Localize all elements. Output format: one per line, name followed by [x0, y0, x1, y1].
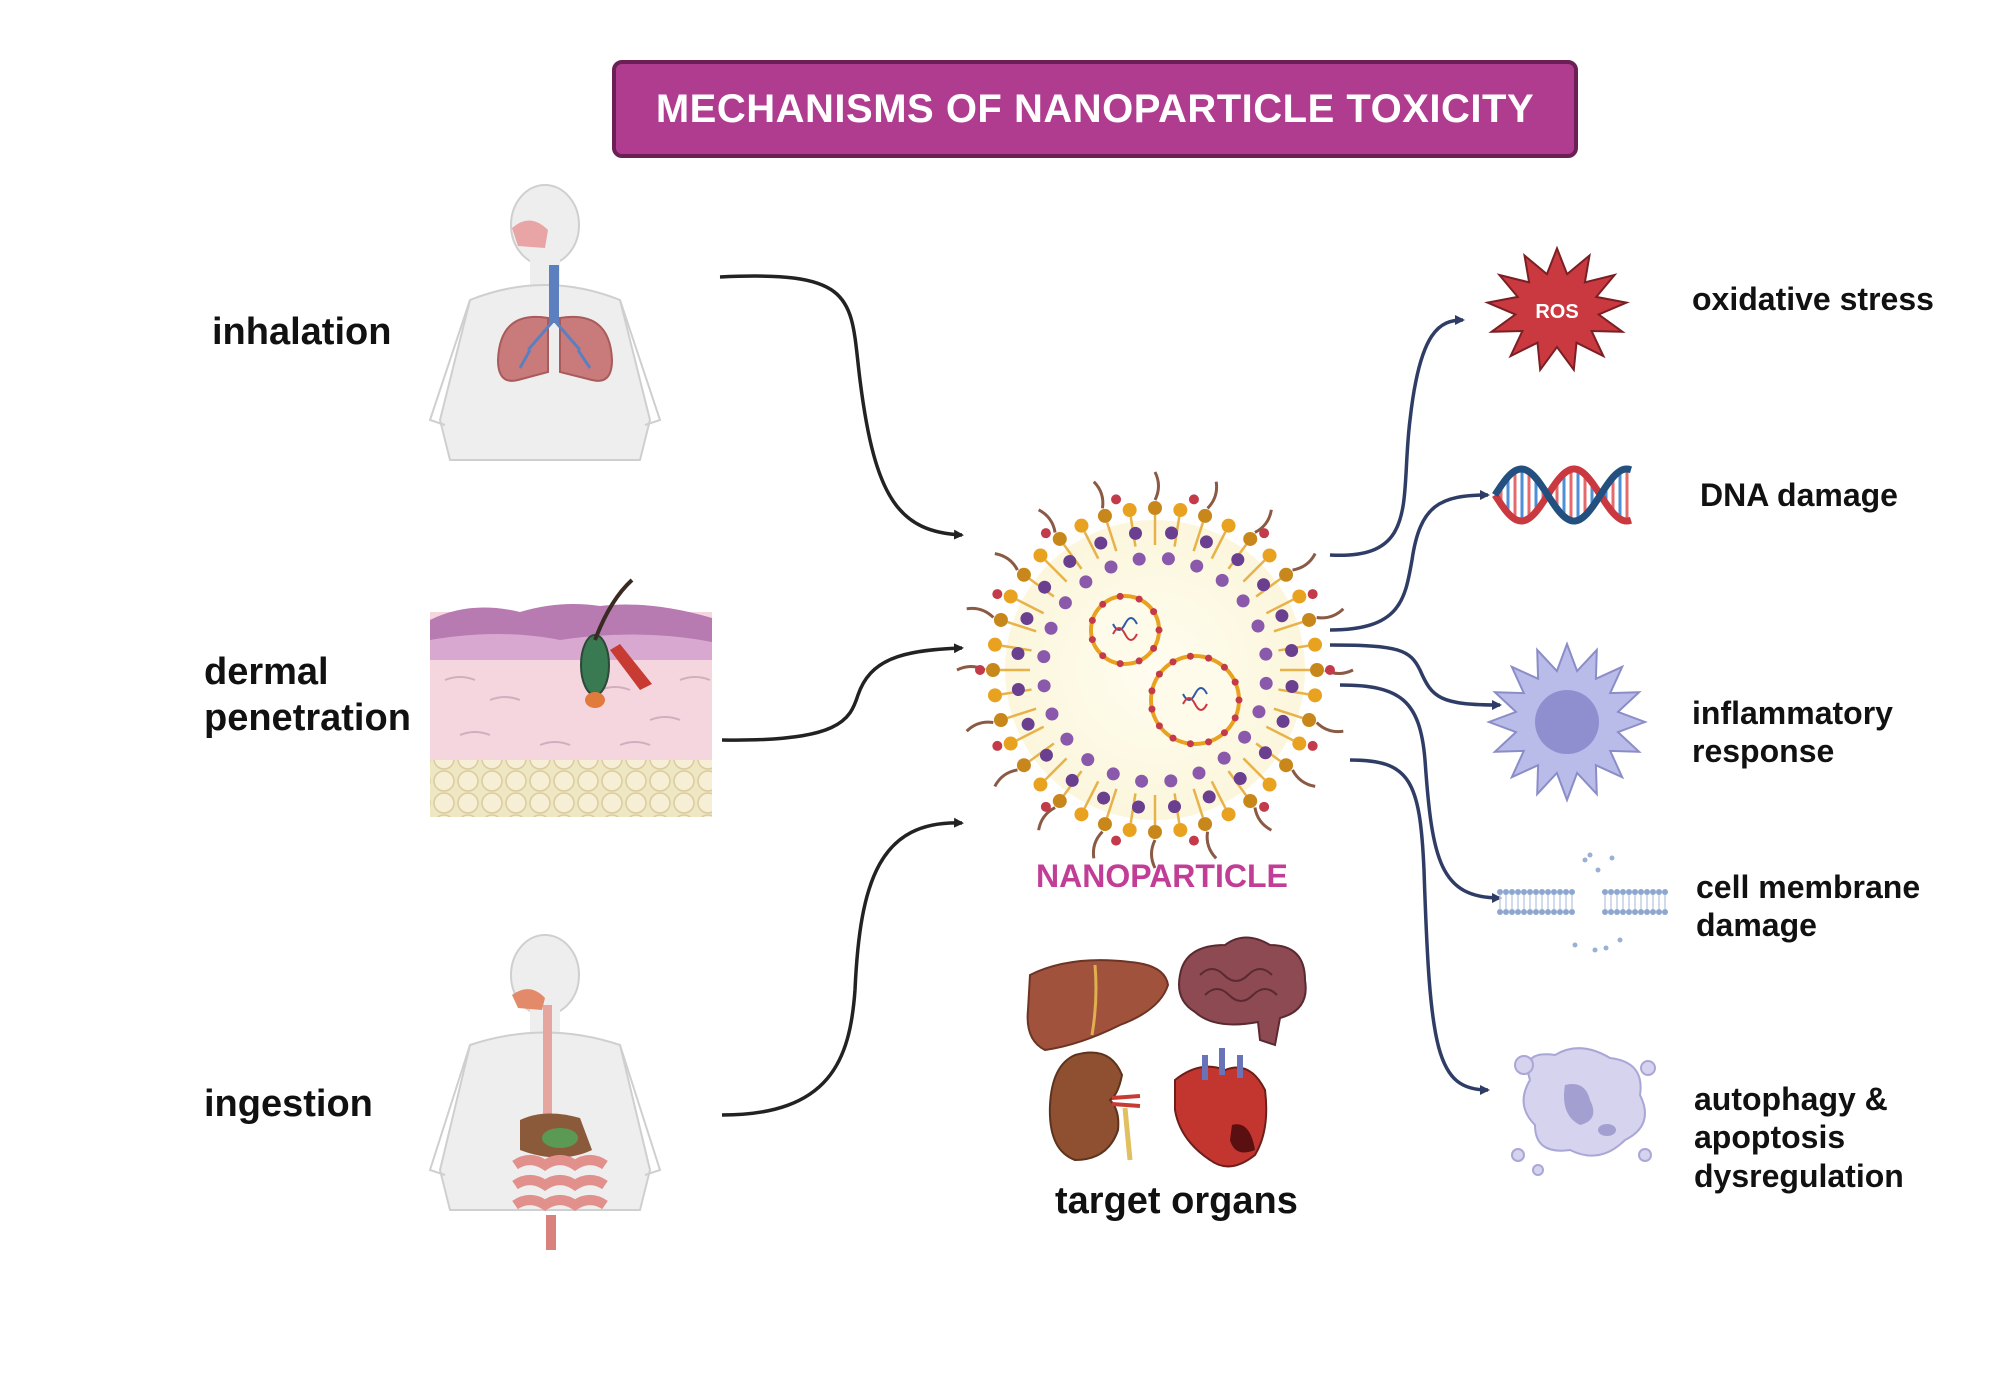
route-label-dermal-line2: penetration: [204, 696, 411, 739]
incoming-arrows: [719, 274, 964, 1117]
route-label-dermal-line1: dermal: [204, 651, 329, 693]
effect-label-inflammatory-line1: inflammatory: [1692, 695, 1893, 731]
effect-label-autophagy: autophagy & apoptosis dysregulation: [1694, 1080, 1904, 1195]
lungs-body-icon: [428, 184, 662, 461]
page-title: MECHANISMS OF NANOPARTICLE TOXICITY: [655, 86, 1535, 131]
arrow-inhalation: [719, 274, 964, 540]
nanoparticle-icon: [956, 471, 1354, 869]
arrow-to-oxidative-stress: [1329, 315, 1465, 557]
effect-label-oxidative-stress: oxidative stress: [1692, 281, 1934, 317]
effect-label-inflammatory: inflammatory response: [1692, 694, 1893, 771]
digestive-body-icon: [428, 934, 662, 1250]
heart-icon: [1174, 1048, 1268, 1168]
effect-label-autophagy-line3: dysregulation: [1694, 1157, 1904, 1194]
target-organs-label: target organs: [1055, 1180, 1298, 1222]
kidney-icon: [1048, 1051, 1141, 1162]
effect-label-dna-damage: DNA damage: [1700, 477, 1898, 513]
arrow-to-autophagy: [1349, 758, 1490, 1095]
broken-membrane-icon: [1497, 852, 1668, 953]
arrow-to-membrane: [1339, 683, 1502, 903]
outgoing-arrows: [1329, 315, 1502, 1095]
route-label-dermal: dermal penetration: [204, 650, 411, 741]
route-label-inhalation: inhalation: [212, 311, 392, 353]
arrow-to-inflammatory: [1329, 643, 1502, 710]
route-label-ingestion: ingestion: [204, 1083, 373, 1125]
arrow-to-dna-damage: [1329, 490, 1490, 632]
ros-star-icon: ROS: [1484, 245, 1630, 373]
liver-icon: [1026, 959, 1170, 1052]
effect-label-autophagy-line2: apoptosis: [1694, 1119, 1846, 1156]
effect-label-membrane: cell membrane damage: [1696, 868, 1920, 945]
effect-label-autophagy-line1: autophagy &: [1694, 1081, 1888, 1117]
effect-label-inflammatory-line2: response: [1692, 733, 1835, 770]
skin-section-icon: [430, 578, 712, 817]
title-banner: MECHANISMS OF NANOPARTICLE TOXICITY: [612, 60, 1578, 158]
ros-badge: ROS: [1535, 301, 1578, 323]
dna-helix-icon: [1492, 465, 1633, 525]
apoptotic-cell-icon: [1511, 1047, 1656, 1176]
nanoparticle-label: NANOPARTICLE: [1036, 858, 1288, 894]
immune-cell-icon: [1486, 641, 1648, 803]
arrow-ingestion: [721, 817, 964, 1117]
effect-label-membrane-line2: damage: [1696, 907, 1817, 944]
arrow-dermal: [721, 643, 964, 742]
brain-icon: [1178, 936, 1307, 1047]
effect-label-membrane-line1: cell membrane: [1696, 869, 1921, 905]
